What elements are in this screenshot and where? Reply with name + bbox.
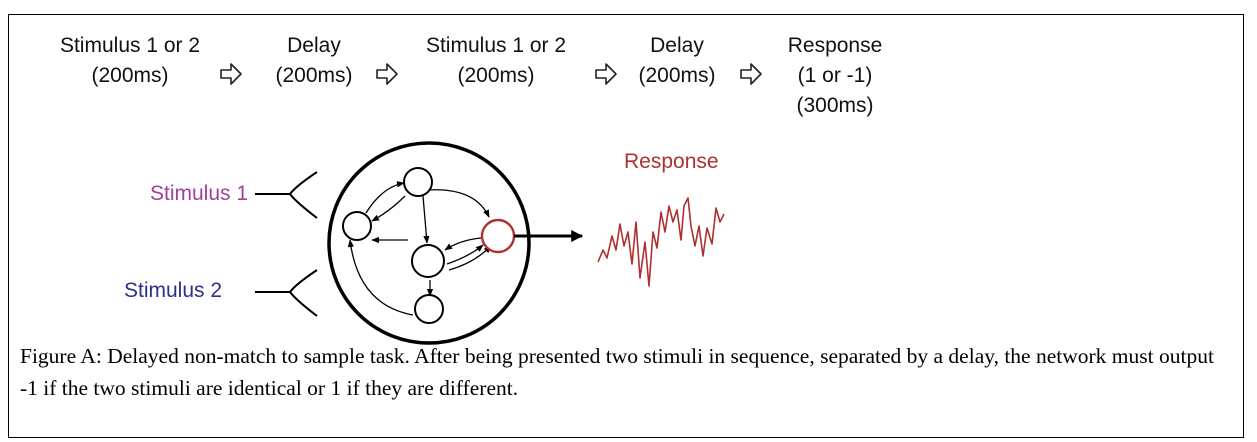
stimulus-1-label: Stimulus 1 [150,182,248,205]
response-waveform [597,197,725,287]
step-duration: (200ms) [638,64,715,87]
step-duration: (1 or -1) [798,64,873,87]
connection [426,189,490,218]
right-arrow-icon [220,63,242,85]
right-arrow-icon [376,63,398,85]
neuron [411,244,445,278]
connection [444,237,482,251]
sequence-step-delay-a: Delay (200ms) [275,34,352,87]
step-duration: (200ms) [457,64,534,87]
connection [347,239,414,316]
right-arrow-icon [740,63,762,85]
connection [448,245,492,271]
neuron [403,167,433,197]
step-label: Stimulus 1 or 2 [60,34,200,57]
recurrent-network [327,141,584,345]
input-wires [255,171,318,317]
step-duration: (200ms) [91,64,168,87]
step-label: Stimulus 1 or 2 [426,34,566,57]
fork-terminal-2 [288,269,318,317]
stimulus-2-label: Stimulus 2 [124,279,222,302]
connection [371,195,406,222]
connection [446,244,484,265]
trial-sequence: Stimulus 1 or 2 (200ms) Delay (200ms) St… [60,34,882,117]
figure-frame [8,14,1244,438]
step-label: Response [788,34,883,57]
response-label: Response [624,150,719,173]
output-neuron [480,218,516,254]
neuron [342,211,372,241]
network-boundary [327,141,531,345]
step-label: Delay [650,34,704,57]
sequence-step-delay-b: Delay (200ms) [638,34,715,87]
fork-terminal-1 [288,171,318,219]
neuron [414,294,444,324]
step-duration: (200ms) [275,64,352,87]
sequence-step-response: Response (1 or -1) (300ms) [788,34,883,117]
step-duration-ms: (300ms) [796,94,873,117]
right-arrow-icon [595,63,617,85]
figure-caption: Figure A: Delayed non-match to sample ta… [20,344,1214,400]
connection [365,181,405,214]
connection [422,195,430,244]
sequence-step-stimulus-b: Stimulus 1 or 2 (200ms) [426,34,566,87]
step-label: Delay [287,34,341,57]
sequence-step-stimulus-a: Stimulus 1 or 2 (200ms) [60,34,200,87]
